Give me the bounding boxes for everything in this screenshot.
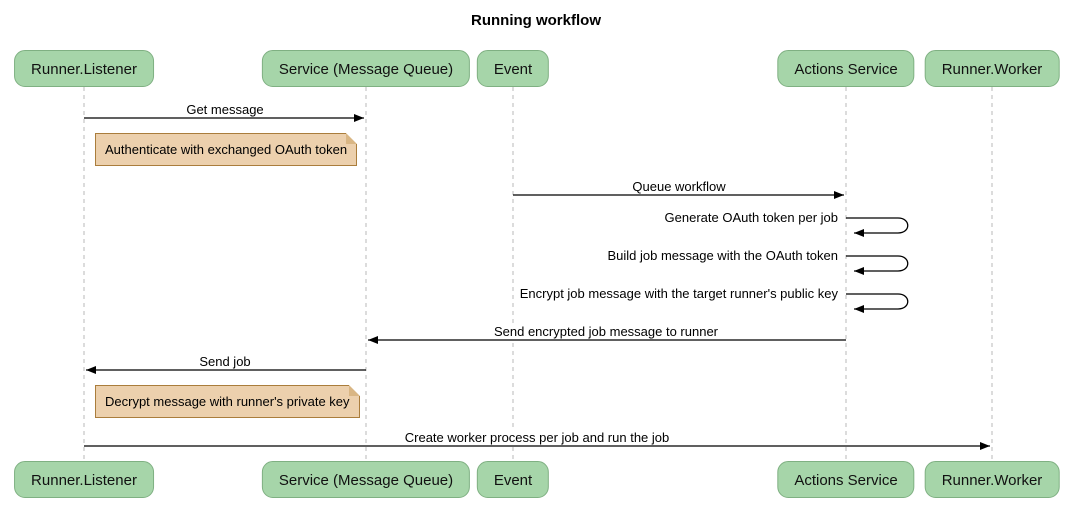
message-label-create-worker-process: Create worker process per job and run th… <box>401 430 673 445</box>
selfloop-generate-oauth-token <box>846 217 909 237</box>
participant-runner-listener-top: Runner.Listener <box>14 50 154 87</box>
participant-actions-service-top: Actions Service <box>777 50 915 87</box>
participant-service-message-queue-bottom: Service (Message Queue) <box>261 461 471 498</box>
participant-event-bottom: Event <box>476 461 550 498</box>
participant-event-top: Event <box>476 50 550 87</box>
note-fold-icon <box>348 385 360 396</box>
note-text: Authenticate with exchanged OAuth token <box>105 142 348 157</box>
message-label-get-message: Get message <box>183 102 267 117</box>
participant-service-message-queue-top: Service (Message Queue) <box>261 50 471 87</box>
selfloop-encrypt-job-message <box>846 293 909 313</box>
message-label-generate-oauth-token: Generate OAuth token per job <box>661 210 841 225</box>
diagram-title: Running workflow <box>471 12 601 29</box>
participant-runner-worker-bottom: Runner.Worker <box>924 461 1060 498</box>
selfloop-build-job-message <box>846 255 909 275</box>
participant-runner-worker-top: Runner.Worker <box>924 50 1060 87</box>
note-decrypt-private-key: Decrypt message with runner's private ke… <box>95 385 360 418</box>
message-label-encrypt-job-message: Encrypt job message with the target runn… <box>516 286 841 301</box>
message-label-send-encrypted-job-message: Send encrypted job message to runner <box>490 324 722 339</box>
message-label-build-job-message: Build job message with the OAuth token <box>604 248 841 263</box>
message-label-send-job: Send job <box>196 354 254 369</box>
note-fold-icon <box>346 133 358 144</box>
note-authenticate-oauth: Authenticate with exchanged OAuth token <box>95 133 358 166</box>
participant-runner-listener-bottom: Runner.Listener <box>14 461 154 498</box>
note-text: Decrypt message with runner's private ke… <box>105 394 350 409</box>
participant-actions-service-bottom: Actions Service <box>777 461 915 498</box>
message-label-queue-workflow: Queue workflow <box>629 179 729 194</box>
